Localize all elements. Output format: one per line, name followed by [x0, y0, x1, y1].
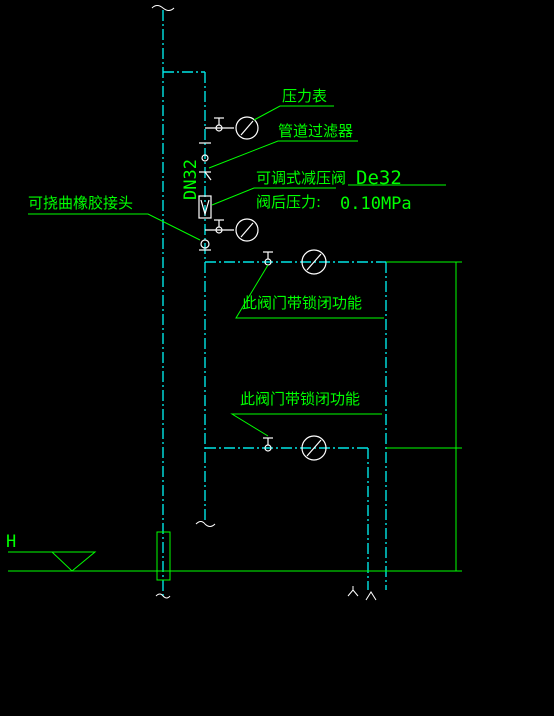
y-strainer-icon: [199, 142, 212, 181]
elevation-triangle-icon: [50, 551, 97, 572]
lower-water-meter-icon: [301, 435, 327, 461]
label-adjustable-prv: 可调式减压阀: [256, 169, 346, 187]
leader-prv: [211, 187, 336, 206]
break-marks: [151, 5, 377, 601]
label-pipeline-filter: 管道过滤器: [278, 122, 353, 140]
branch-break-mark: [195, 521, 216, 527]
leader-lock-valve-lower: [230, 413, 382, 437]
label-pipe-spec: De32: [356, 167, 402, 189]
top-break-mark: [151, 5, 175, 11]
leader-filter: [208, 140, 358, 169]
label-downstream-pressure-value: 0.10MPa: [340, 194, 412, 214]
leader-flexible-joint: [28, 213, 201, 241]
pipe-network: [162, 10, 387, 598]
label-lock-valve-upper: 此阀门带锁闭功能: [242, 294, 362, 312]
floor-sleeve: [156, 531, 171, 581]
floor-slab: [8, 531, 458, 581]
bottom-break-mark: [155, 593, 171, 599]
labels: 压力表 管道过滤器 可调式减压阀 阀后压力: 0.10MPa De32 DN32…: [6, 87, 412, 552]
label-floor-level: H: [6, 532, 16, 552]
label-downstream-pressure: 阀后压力:: [256, 193, 321, 211]
lower-lock-valve-icon: [263, 437, 273, 452]
fittings: [198, 116, 327, 461]
dimension-lines: [348, 184, 462, 572]
leader-lines: [28, 105, 384, 437]
pressure-gauge-lower-icon: [205, 218, 259, 242]
upper-outlet-break-mark: [365, 591, 377, 601]
label-pressure-gauge: 压力表: [282, 87, 327, 105]
label-riser-size: DN32: [181, 159, 201, 200]
flexible-joint-icon: [199, 239, 211, 251]
lower-outlet-break-mark: [347, 586, 359, 597]
pressure-reducing-valve-icon: [198, 195, 212, 219]
upper-lock-valve-icon: [263, 251, 273, 266]
pressure-gauge-icon: [205, 116, 259, 140]
upper-water-meter-icon: [301, 249, 327, 275]
leader-pressure-gauge: [253, 105, 334, 121]
label-lock-valve-lower: 此阀门带锁闭功能: [240, 390, 360, 408]
label-flexible-joint: 可挠曲橡胶接头: [28, 194, 133, 212]
leader-lock-valve-upper: [235, 264, 384, 319]
